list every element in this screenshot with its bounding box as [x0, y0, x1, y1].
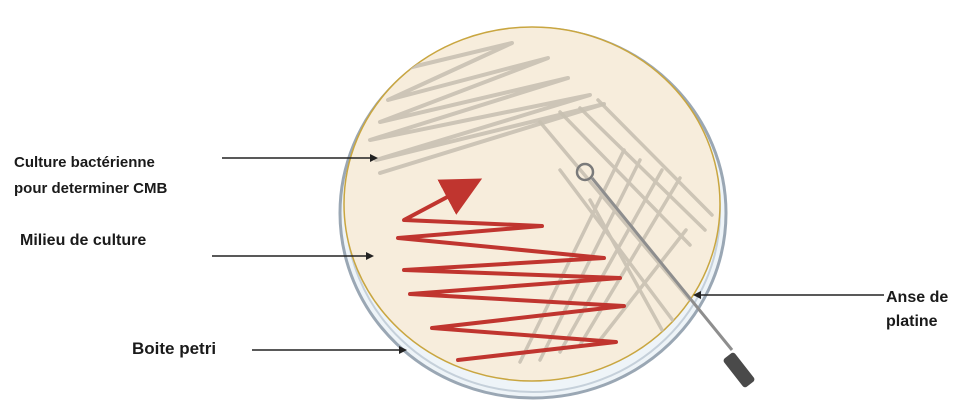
label-culture-line1: Culture bactérienne [14, 150, 167, 176]
loop-handle [722, 352, 755, 389]
label-culture-bacterienne: Culture bactérienne pour determiner CMB [14, 150, 167, 202]
label-anse-line2: platine [886, 310, 948, 334]
label-anse-line1: Anse de [886, 286, 948, 310]
label-milieu-de-culture: Milieu de culture [20, 232, 146, 250]
label-anse-de-platine: Anse de platine [886, 286, 948, 334]
label-culture-line2: pour determiner CMB [14, 176, 167, 202]
label-boite-petri: Boite petri [132, 339, 216, 359]
